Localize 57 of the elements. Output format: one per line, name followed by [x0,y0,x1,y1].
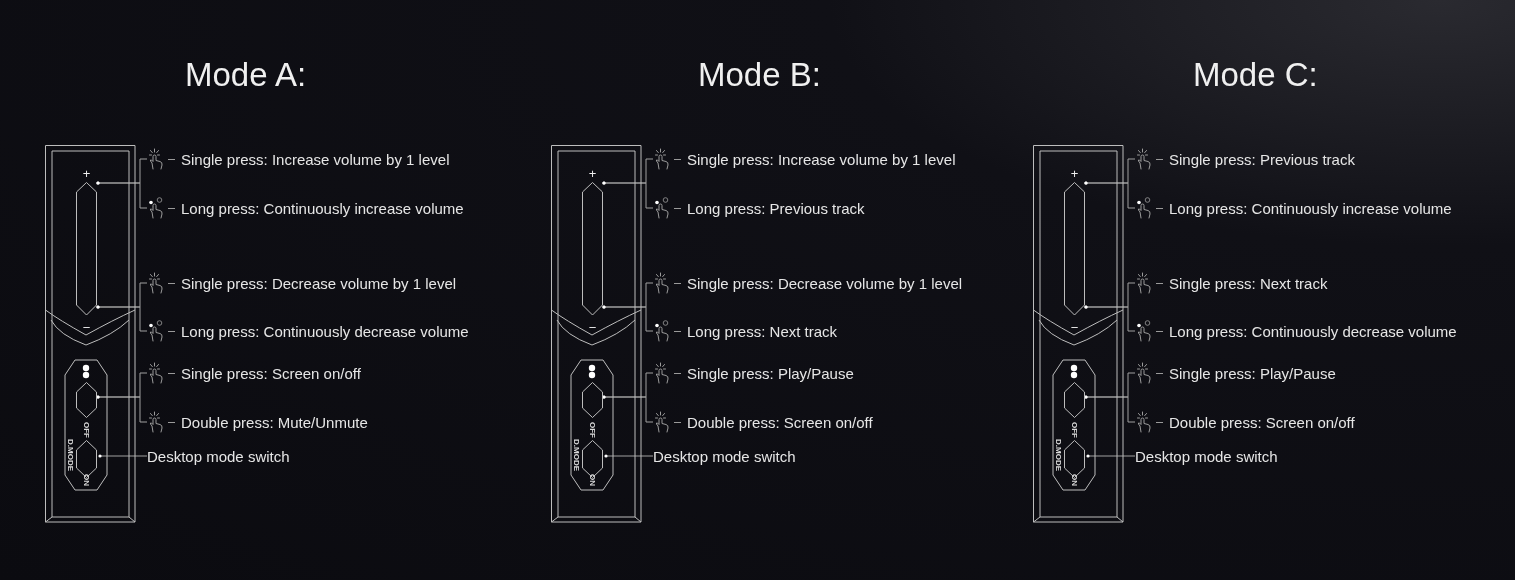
function-label: Single press: Screen on/off [181,364,361,382]
switch-position-label: ON [587,474,597,486]
power-button [76,382,97,418]
leader-line [602,395,654,423]
function-label: Double press: Screen on/off [1169,413,1355,431]
function-label: Double press: Screen on/off [687,413,873,431]
function-label: Long press: Continuously increase volume [1169,199,1452,217]
power-button [582,382,603,418]
leader-line [1084,305,1136,332]
minus-sign: − [587,321,598,334]
function-label: Single press: Decrease volume by 1 level [181,274,457,292]
switch-name-label: D.MODE [65,439,75,471]
function-label: Single press: Previous track [1169,150,1355,168]
leader-line [1084,181,1136,209]
function-label: Long press: Next track [687,322,838,340]
leader-line [604,454,654,458]
plus-sign: + [1069,167,1080,180]
switch-position-label: ON [81,474,91,486]
leader-line [602,181,654,209]
function-label: Single press: Next track [1169,274,1328,292]
function-label: Single press: Decrease volume by 1 level [687,274,963,292]
switch-name-label: D.MODE [1053,439,1063,471]
switch-position-label: OFF [1069,422,1079,438]
function-label: Single press: Increase volume by 1 level [181,150,450,168]
function-label: Double press: Mute/Unmute [181,413,368,431]
switch-name-label: D.MODE [571,439,581,471]
function-label: Desktop mode switch [147,444,290,468]
slide-switch [1055,423,1087,487]
mode-heading: Mode C: [1193,56,1318,94]
leader-line [602,305,654,332]
minus-sign: − [1069,321,1080,334]
minus-sign: − [81,321,92,334]
mode-heading: Mode A: [185,56,307,94]
leader-line [96,181,148,209]
function-label: Desktop mode switch [653,444,796,468]
switch-position-label: OFF [81,422,91,438]
slide-switch [573,423,605,487]
leader-line [1086,454,1136,458]
power-button [1064,382,1085,418]
function-label: Single press: Increase volume by 1 level [687,150,956,168]
leader-line [98,454,148,458]
mode-heading: Mode B: [698,56,821,94]
switch-position-label: ON [1069,474,1079,486]
switch-position-label: OFF [587,422,597,438]
function-label: Long press: Continuously increase volume [181,199,464,217]
plus-sign: + [587,167,598,180]
leader-line [96,305,148,332]
leader-line [96,395,148,423]
function-label: Single press: Play/Pause [687,364,854,382]
slide-switch [67,423,99,487]
function-label: Desktop mode switch [1135,444,1278,468]
plus-sign: + [81,167,92,180]
function-label: Long press: Previous track [687,199,865,217]
function-label: Single press: Play/Pause [1169,364,1336,382]
function-label: Long press: Continuously decrease volume [181,322,469,340]
function-label: Long press: Continuously decrease volume [1169,322,1457,340]
leader-line [1084,395,1136,423]
